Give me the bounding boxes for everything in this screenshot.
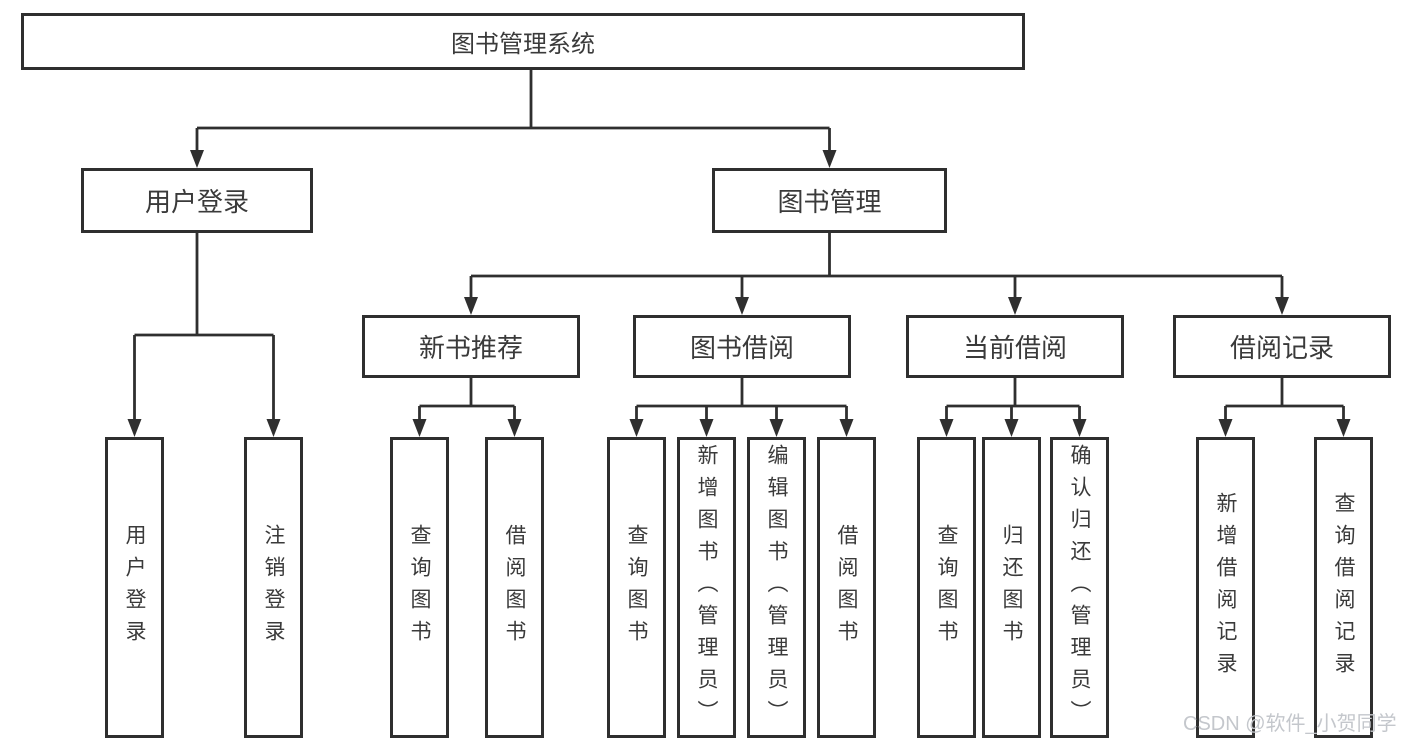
node-library-system-label: 图书管理系统 bbox=[451, 31, 595, 58]
node-user-login-label: 用户登录 bbox=[144, 187, 249, 217]
leaf-edit-books-admin-label: 编辑图书（管理员） bbox=[765, 443, 788, 732]
leaf-borrow-books-label: 借阅图书 bbox=[835, 523, 858, 652]
leaf-add-borrow-record-label: 新增借阅记录 bbox=[1214, 491, 1237, 684]
connector-book-mgmt-children bbox=[464, 233, 1289, 315]
connector-new-book-children bbox=[412, 378, 522, 437]
leaf-borrow-books-recommend-label: 借阅图书 bbox=[503, 523, 526, 652]
node-book-management: 图书管理 bbox=[712, 168, 947, 233]
node-new-book-recommend-label: 新书推荐 bbox=[418, 333, 523, 363]
leaf-add-borrow-record: 新增借阅记录 bbox=[1196, 437, 1255, 738]
node-borrow-records-label: 借阅记录 bbox=[1229, 333, 1334, 363]
leaf-logout: 注销登录 bbox=[244, 437, 303, 738]
leaf-query-books-recommend-label: 查询图书 bbox=[408, 523, 431, 652]
connector-current-borrow-children bbox=[939, 378, 1087, 437]
leaf-user-login-label: 用户登录 bbox=[123, 523, 146, 652]
leaf-add-books-admin-label: 新增图书（管理员） bbox=[695, 443, 718, 732]
leaf-confirm-return-admin-label: 确认归还（管理员） bbox=[1068, 443, 1091, 732]
leaf-query-books-recommend: 查询图书 bbox=[390, 437, 449, 738]
connector-root-to-level2 bbox=[190, 69, 837, 168]
connector-user-login-children bbox=[127, 233, 281, 437]
node-borrow-records: 借阅记录 bbox=[1173, 315, 1391, 378]
node-new-book-recommend: 新书推荐 bbox=[362, 315, 580, 378]
leaf-query-books-borrowing-label: 查询图书 bbox=[625, 523, 648, 652]
leaf-return-books: 归还图书 bbox=[982, 437, 1041, 738]
leaf-logout-label: 注销登录 bbox=[262, 523, 285, 652]
node-library-system: 图书管理系统 bbox=[21, 13, 1025, 70]
connector-book-borrow-children bbox=[629, 378, 854, 437]
leaf-query-books-borrowing: 查询图书 bbox=[607, 437, 666, 738]
node-current-borrowing-label: 当前借阅 bbox=[962, 333, 1067, 363]
node-book-management-label: 图书管理 bbox=[777, 187, 882, 217]
connector-borrow-records-children bbox=[1218, 378, 1351, 437]
leaf-edit-books-admin: 编辑图书（管理员） bbox=[747, 437, 806, 738]
leaf-borrow-books: 借阅图书 bbox=[817, 437, 876, 738]
leaf-add-books-admin: 新增图书（管理员） bbox=[677, 437, 736, 738]
leaf-confirm-return-admin: 确认归还（管理员） bbox=[1050, 437, 1109, 738]
node-book-borrowing: 图书借阅 bbox=[633, 315, 851, 378]
leaf-query-books-current: 查询图书 bbox=[917, 437, 976, 738]
csdn-watermark: CSDN @软件_小贺同学 bbox=[1183, 713, 1397, 735]
leaf-query-borrow-record-label: 查询借阅记录 bbox=[1332, 491, 1355, 684]
leaf-query-borrow-record: 查询借阅记录 bbox=[1314, 437, 1373, 738]
leaf-query-books-current-label: 查询图书 bbox=[935, 523, 958, 652]
node-book-borrowing-label: 图书借阅 bbox=[689, 333, 794, 363]
node-current-borrowing: 当前借阅 bbox=[906, 315, 1124, 378]
leaf-borrow-books-recommend: 借阅图书 bbox=[485, 437, 544, 738]
leaf-return-books-label: 归还图书 bbox=[1000, 523, 1023, 652]
node-user-login: 用户登录 bbox=[81, 168, 313, 233]
leaf-user-login: 用户登录 bbox=[105, 437, 164, 738]
